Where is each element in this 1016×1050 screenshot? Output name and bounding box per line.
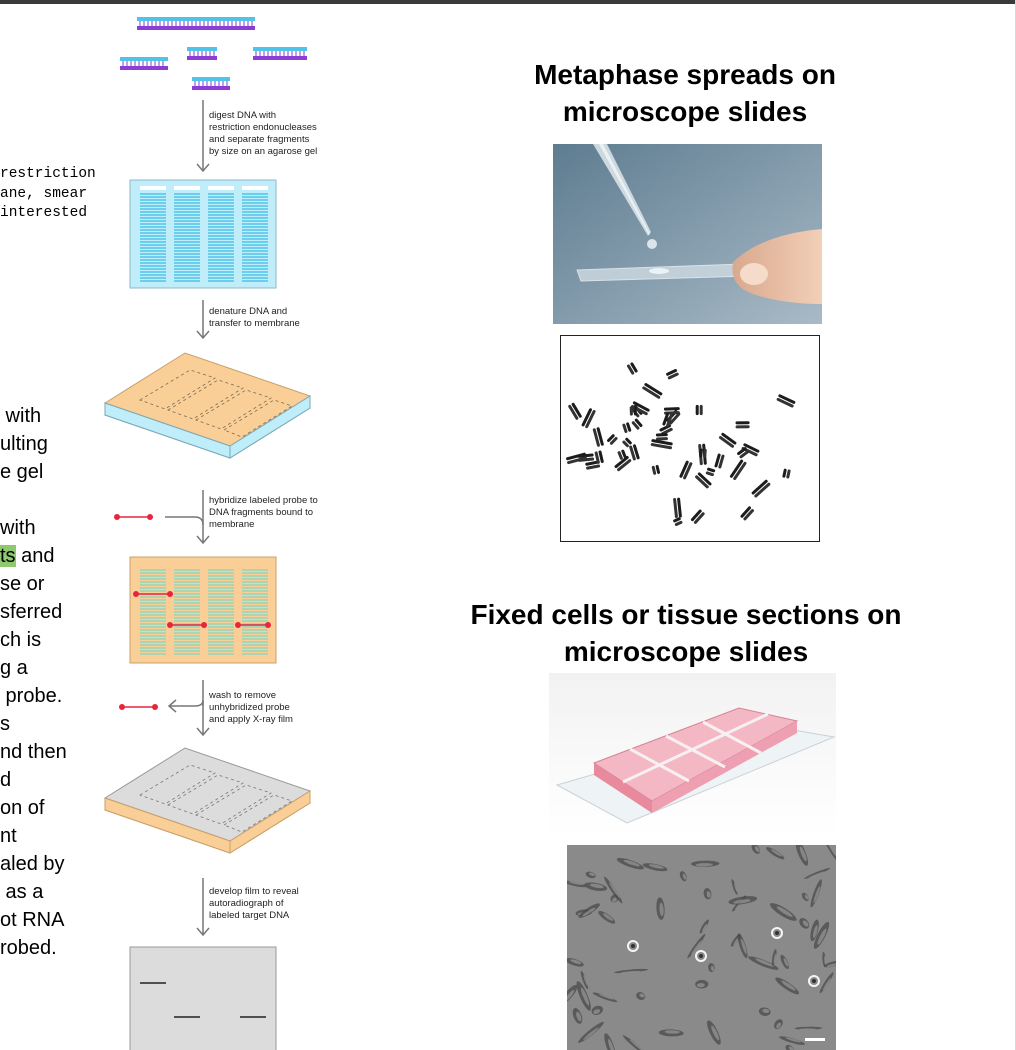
highlighted-word: ts [0, 545, 16, 567]
washed-probe [119, 704, 158, 710]
step-hybridize-label: hybridize labeled probe to DNA fragments… [209, 495, 318, 530]
step-denature-label: denature DNA and transfer to membrane [209, 306, 300, 329]
left-mono-text: restriction ane, smear interested [0, 165, 96, 224]
highlight-line: ts and [0, 542, 67, 570]
body-line: as a [0, 881, 44, 903]
pipette-slide-photo [553, 144, 822, 324]
metaphase-spread-image [560, 335, 820, 542]
agarose-gel [129, 179, 277, 289]
body-line: probe. [0, 685, 63, 707]
autoradiograph [129, 946, 277, 1050]
mono-line: ane, smear [0, 185, 88, 202]
body-line: sferred [0, 601, 63, 623]
body-line: on of [0, 797, 45, 819]
body-line: ch is [0, 629, 42, 651]
dna-fragments [120, 17, 307, 90]
cell-micrograph [567, 845, 836, 1050]
step-wash-label: wash to remove unhybridized probe and ap… [209, 690, 293, 725]
left-body-text: with ulting e gel with ts and se or sferred ch… [0, 402, 67, 962]
fixed-cells-heading: Fixed cells or tissue sections on micros… [470, 599, 902, 667]
body-line: nt [0, 825, 17, 847]
labeled-probe [114, 514, 153, 520]
body-line: e gel [0, 461, 44, 483]
hybridized-membrane [129, 556, 277, 664]
body-line: aled by [0, 853, 65, 875]
membrane-stack [103, 352, 312, 459]
body-line: g a [0, 657, 28, 679]
step-develop-label: develop film to reveal autoradiograph of… [209, 886, 299, 921]
body-line: ulting [0, 433, 48, 455]
film-stack [103, 747, 312, 854]
mono-line: interested [0, 205, 88, 221]
process-arrows [165, 100, 210, 937]
window-top-bar [0, 0, 1016, 4]
southern-blot-diagram [103, 17, 312, 1050]
body-line: se or [0, 573, 45, 595]
body-line: s [0, 713, 10, 735]
body-line: nd then [0, 741, 67, 763]
body-line: ot RNA [0, 909, 65, 931]
body-line: robed. [0, 937, 57, 959]
metaphase-heading: Metaphase spreads on microscope slides [534, 59, 836, 127]
mono-line: restriction [0, 166, 96, 182]
body-line: with [0, 517, 36, 539]
highlight-line-rest: and [15, 545, 55, 567]
step-digest-label: digest DNA with restriction endonuclease… [209, 110, 318, 157]
body-line: with [0, 405, 42, 427]
chamber-slide-photo [549, 673, 836, 835]
body-line: d [0, 769, 12, 791]
